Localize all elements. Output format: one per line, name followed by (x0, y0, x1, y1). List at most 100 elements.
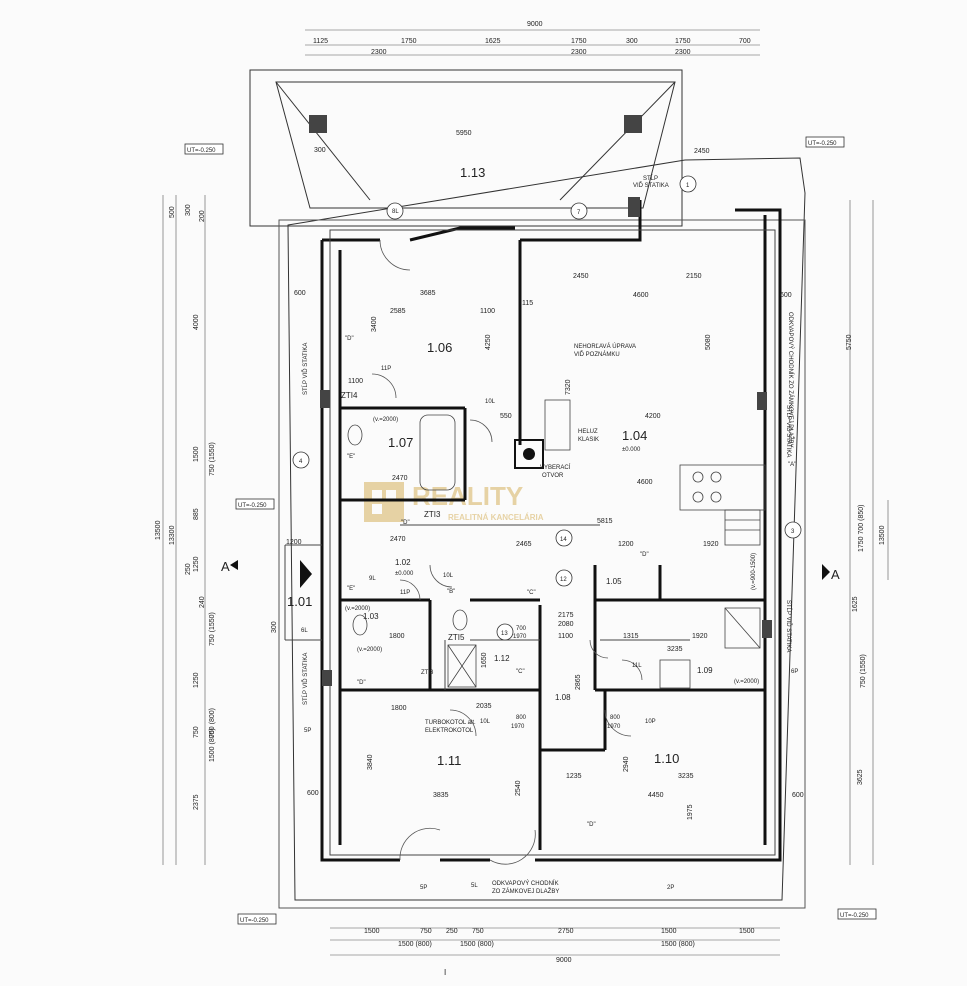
zone-c-2: "C" (516, 669, 525, 675)
axis-7: 7 (577, 210, 581, 216)
note-turbo1: TURBOKOTOL alt. (425, 720, 476, 726)
note-stlp-right2: STĹP VIĎ STATIKA (785, 600, 793, 652)
dim-left-paren-1: 750 (1550) (209, 612, 216, 646)
dim-top-total: 9000 (527, 21, 543, 28)
dim-2540: 2540 (515, 780, 522, 796)
dim-600c: 600 (307, 790, 319, 797)
dim-1200a: 1200 (286, 539, 302, 546)
door-11p-a: 11P (381, 366, 391, 372)
door-800a: 800 (516, 715, 527, 721)
dim-left-small-3: 250 (185, 563, 192, 575)
axis-bubbles (292, 175, 802, 641)
dim-3835: 3835 (433, 792, 449, 799)
note-turbo2: ELEKTROKOTOL (425, 728, 474, 734)
dim-top-r1-3: 1750 (571, 38, 587, 45)
note-stlp-top2: VIĎ STATIKA (633, 181, 669, 189)
dim-600a: 600 (294, 290, 306, 297)
shower (724, 607, 761, 649)
door-10l-b: 10L (443, 573, 454, 579)
dim-2940: 2940 (623, 756, 630, 772)
note-zti4: ZTI4 (341, 391, 358, 400)
dim-1100a: 1100 (480, 308, 495, 315)
dim-bot-r1-2: 250 (446, 928, 458, 935)
dim-left-paren-2: 1500 (800) (209, 728, 216, 762)
room-1-04: 1.04 (622, 428, 647, 443)
door-11p-b: 11P (400, 590, 410, 596)
section-mark-left: A (221, 559, 230, 574)
watermark: REALITY REALITNÁ KANCELÁRIA (364, 481, 544, 522)
section-marks (230, 560, 830, 588)
door-6p: 6P (791, 669, 798, 675)
dim-top-r1-5: 1750 (675, 38, 691, 45)
axis-12: 12 (560, 577, 567, 583)
dim-2465: 2465 (516, 541, 532, 548)
dim-bot-r1-4: 2750 (558, 928, 574, 935)
dim-2450a: 2450 (694, 148, 710, 155)
room-1-09: 1.09 (697, 666, 713, 675)
dim-left-small-4: 240 (199, 596, 206, 608)
note-stlp-left: STĹP VIĎ STATIKA (301, 343, 309, 395)
room-1-13: 1.13 (460, 165, 485, 180)
dim-bot-r1-0: 1500 (364, 928, 380, 935)
dim-bot-r2-0: 1500 (800) (398, 941, 432, 948)
door-11l: 11L (632, 663, 642, 669)
dim-4600b: 4600 (637, 479, 653, 486)
note-chodnik2: ZO ZÁMKOVEJ DLAŽBY (492, 887, 559, 895)
door-1970b: 1970 (607, 724, 621, 730)
watermark-subtitle: REALITNÁ KANCELÁRIA (448, 513, 544, 522)
section-mark-right: A (831, 567, 840, 582)
dim-3685: 3685 (420, 290, 436, 297)
door-10p: 10P (645, 719, 656, 725)
note-vyberaci2: OTVOR (542, 473, 564, 479)
note-v2000b: (v.=2000) (345, 606, 370, 612)
toilet (347, 424, 363, 446)
dim-left-inner-0: 4000 (193, 314, 200, 330)
dim-bot-r2-1: 1500 (800) (460, 941, 494, 948)
dim-left-paren-0: 750 (1550) (209, 442, 216, 476)
page-marker: I (444, 968, 446, 977)
dim-1800b: 1800 (391, 705, 407, 712)
dim-1920b: 1920 (692, 633, 708, 640)
room-1-12: 1.12 (494, 654, 510, 663)
room-1-11: 1.11 (437, 753, 461, 768)
axis-4: 4 (299, 459, 303, 465)
zone-d-3: "D" (357, 680, 366, 686)
dim-5080: 5080 (705, 334, 712, 350)
note-chodnik1: ODKVAPOVÝ CHODNÍK (492, 880, 559, 887)
room-1-01: 1.01 (287, 594, 312, 609)
dim-115: 115 (522, 300, 533, 307)
note-zti5: ZTI5 (448, 633, 465, 642)
dim-right-outer-1: 1625 (852, 596, 859, 612)
axis-14: 14 (560, 537, 567, 543)
dim-bot-r1-6: 1500 (739, 928, 755, 935)
level-left-mid: UT=-0.250 (238, 503, 267, 509)
dim-left-small-1: 300 (185, 204, 192, 216)
note-v900: (v.=900-1500) (751, 553, 757, 590)
dim-550: 550 (500, 413, 512, 420)
dim-7320: 7320 (565, 379, 572, 395)
dim-left-inner-1: 1500 (193, 446, 200, 462)
door-6l: 6L (301, 628, 308, 634)
dim-300: 300 (314, 147, 326, 154)
dim-2175: 2175 (558, 612, 574, 619)
dim-2470b: 2470 (390, 536, 406, 543)
door-9l: 9L (369, 576, 376, 582)
door-swings (371, 239, 643, 865)
door-800b: 800 (610, 715, 621, 721)
note-chodnik-side: ODKVAPOVÝ CHODNÍK ZO ZÁMKOVEJ DLAŽBY (787, 312, 795, 448)
dim-5950: 5950 (456, 130, 472, 137)
zone-e-1: "E" (347, 454, 355, 460)
note-heluz1: HELUZ (578, 429, 598, 435)
dim-3400: 3400 (371, 316, 378, 332)
zone-d-2: "D" (401, 520, 410, 526)
kitchen-counter (679, 464, 766, 511)
door-10l-a: 10L (485, 399, 496, 405)
dim-top-r2-1: 2300 (571, 49, 587, 56)
dim-4250: 4250 (485, 334, 492, 350)
dim-top-r2-2: 2300 (675, 49, 691, 56)
dim-left-paren-3: 750 (800) (209, 708, 216, 738)
note-v2000a: (v.=2000) (373, 417, 398, 423)
dim-1100b: 1100 (558, 633, 573, 640)
dim-4200: 4200 (645, 413, 661, 420)
